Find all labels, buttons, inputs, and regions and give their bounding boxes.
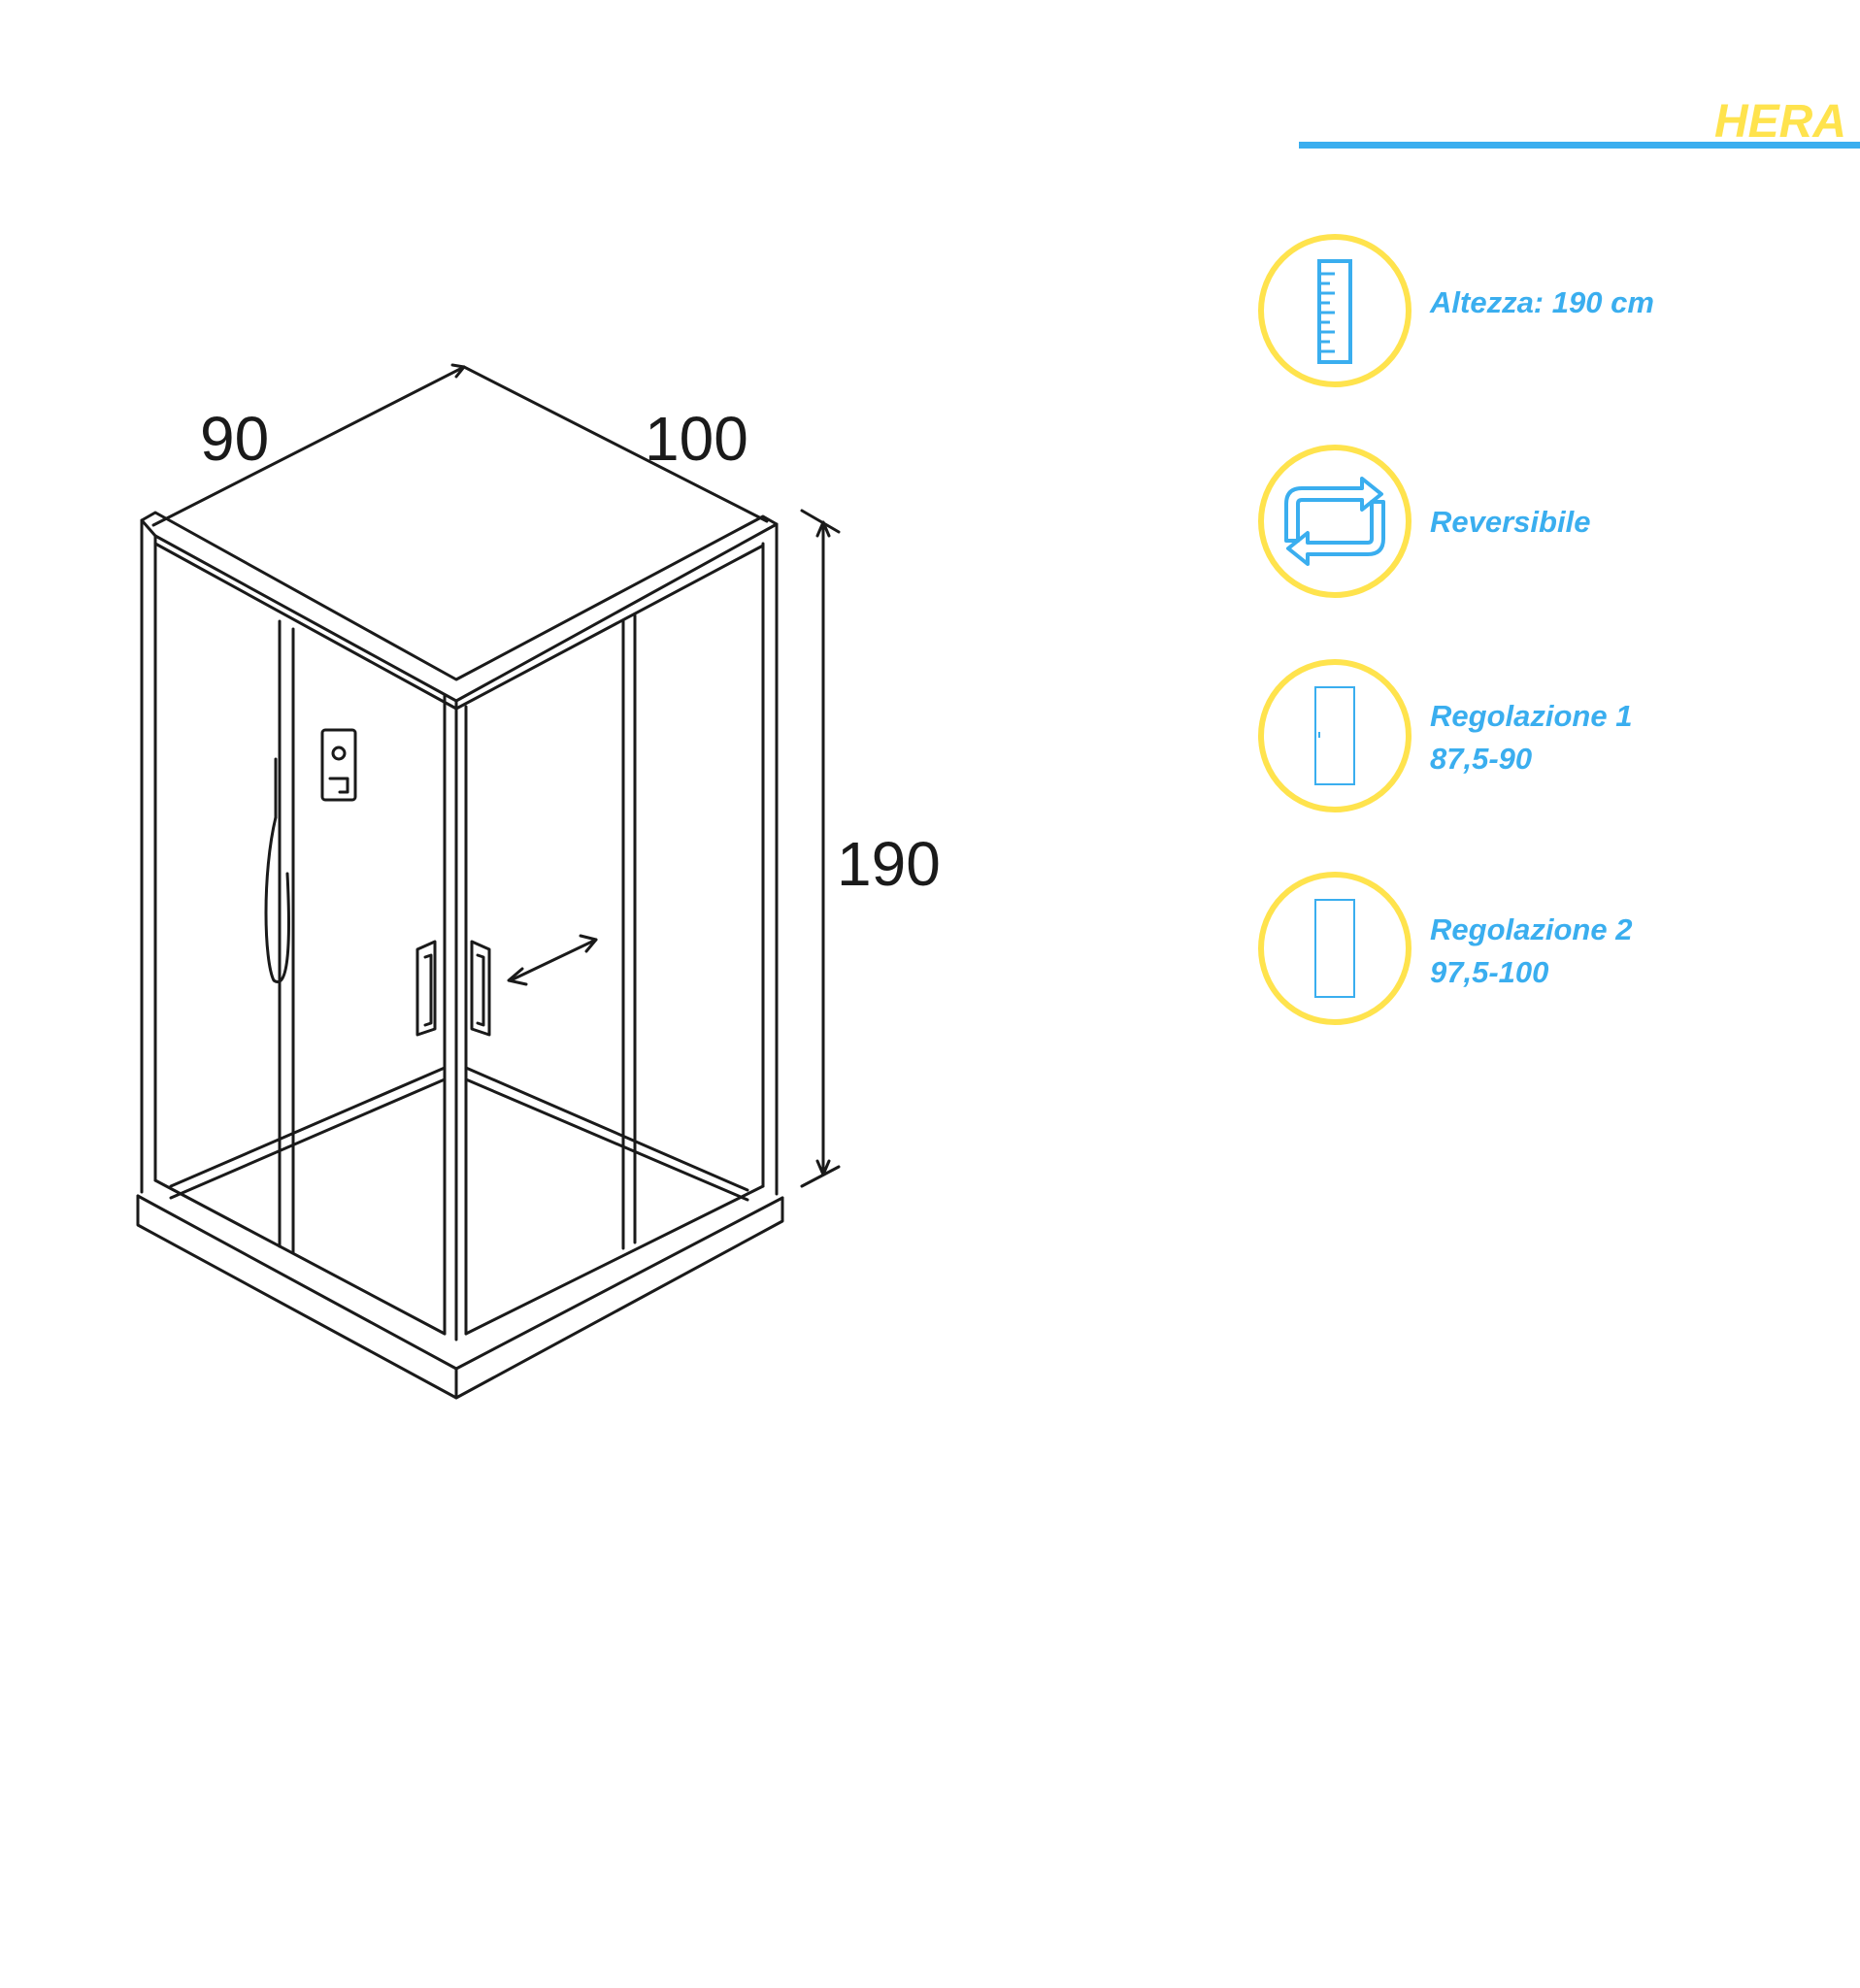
feature-range: 87,5-90 [1430, 742, 1533, 776]
hand-shower [264, 757, 290, 983]
door-handle-left [415, 940, 437, 1037]
feature-text: Reversibile [1430, 505, 1591, 539]
right-corner-post [761, 522, 779, 1196]
brand-underline [1299, 142, 1860, 149]
feature-range: 97,5-100 [1430, 955, 1549, 989]
feature-label-adjustment-1: Regolazione 1 87,5-90 [1430, 695, 1632, 780]
brand-title: HERA [1713, 96, 1846, 148]
feature-label-height: Altezza: 190 cm [1430, 282, 1654, 324]
dimension-line-100 [462, 365, 769, 523]
left-panel-divider [278, 619, 295, 1254]
dimension-line-190 [800, 509, 841, 1188]
door-handle-right [470, 940, 491, 1037]
narrow-door-icon [1258, 659, 1412, 812]
wide-door-icon [1258, 872, 1412, 1025]
feature-text: Regolazione 2 [1430, 912, 1633, 946]
central-corner-post [443, 693, 468, 1342]
feature-text: Regolazione 1 [1430, 699, 1633, 733]
dimension-label-100: 100 [645, 404, 748, 474]
mixer-plate [320, 728, 357, 802]
top-frame [140, 511, 779, 711]
reverse-arrows-icon [1258, 445, 1412, 598]
feature-label-adjustment-2: Regolazione 2 97,5-100 [1430, 909, 1632, 994]
dimension-label-90: 90 [200, 404, 270, 474]
feature-label-reversible: Reversibile [1430, 501, 1590, 544]
sliding-arrow [507, 934, 598, 986]
shower-tray [136, 1066, 784, 1400]
right-panel-divider [621, 613, 637, 1250]
dimension-label-190: 190 [837, 829, 941, 899]
left-corner-post [140, 518, 157, 1194]
ruler-icon [1258, 234, 1412, 387]
feature-text: Altezza: 190 cm [1430, 285, 1654, 319]
